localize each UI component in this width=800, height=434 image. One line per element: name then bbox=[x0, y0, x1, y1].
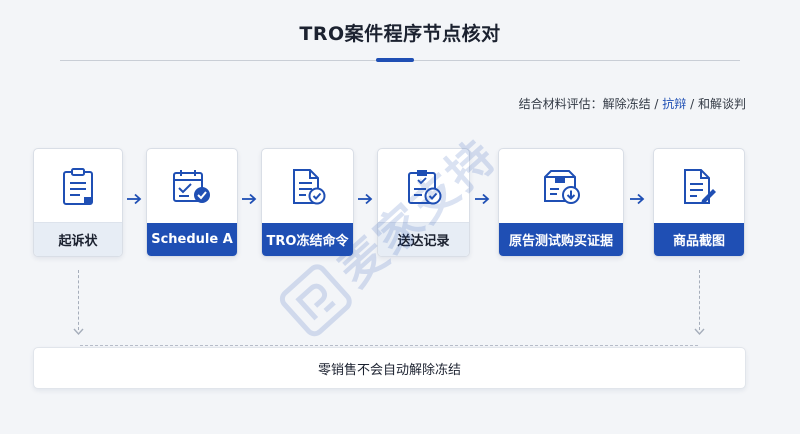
step-label: 商品截图 bbox=[654, 223, 744, 256]
step-card-test-purchase-evidence[interactable]: 原告测试购买证据 bbox=[498, 148, 624, 257]
note-prefix: 结合材料评估：解除冻结 / bbox=[518, 97, 663, 111]
page-title: TRO案件程序节点核对 bbox=[299, 23, 501, 45]
bottom-connector-line bbox=[80, 345, 698, 346]
arrow-right-icon bbox=[630, 193, 645, 205]
arrow-right-icon bbox=[127, 193, 142, 205]
title-accent-bar bbox=[376, 58, 414, 62]
arrow-right-icon bbox=[475, 193, 490, 205]
arrow-right-icon bbox=[242, 193, 257, 205]
arrow-right-icon bbox=[358, 193, 373, 205]
package-download-icon bbox=[544, 170, 580, 204]
right-connector-line bbox=[699, 270, 700, 330]
step-card-product-screenshot[interactable]: 商品截图 bbox=[653, 148, 745, 257]
calendar-check-icon bbox=[173, 170, 210, 203]
left-connector-line bbox=[78, 270, 79, 330]
step-label: 送达记录 bbox=[378, 222, 469, 256]
clipboard-document-icon bbox=[63, 168, 93, 205]
arrow-down-icon bbox=[694, 328, 705, 336]
step-label: 起诉状 bbox=[34, 222, 122, 256]
step-label: 原告测试购买证据 bbox=[499, 223, 623, 256]
document-check-icon bbox=[292, 169, 325, 205]
step-card-schedule-a[interactable]: Schedule A bbox=[146, 148, 238, 257]
note-suffix: / 和解谈判 bbox=[686, 97, 746, 111]
step-card-service-record[interactable]: 送达记录 bbox=[377, 148, 470, 257]
note-highlight: 抗辩 bbox=[662, 97, 687, 111]
conclusion-text: 零销售不会自动解除冻结 bbox=[317, 362, 461, 378]
step-label: Schedule A bbox=[147, 223, 237, 256]
step-card-tro-order[interactable]: TRO冻结命令 bbox=[261, 148, 354, 257]
step-card-complaint[interactable]: 起诉状 bbox=[33, 148, 123, 257]
brand-logo-icon bbox=[279, 264, 352, 337]
clipboard-check-icon bbox=[407, 170, 441, 205]
arrow-down-icon bbox=[73, 328, 84, 336]
step-label: TRO冻结命令 bbox=[262, 223, 353, 256]
conclusion-box: 零销售不会自动解除冻结 bbox=[33, 347, 746, 389]
document-edit-icon bbox=[684, 169, 716, 204]
assessment-note: 结合材料评估：解除冻结 / 抗辩 / 和解谈判 bbox=[519, 95, 746, 112]
